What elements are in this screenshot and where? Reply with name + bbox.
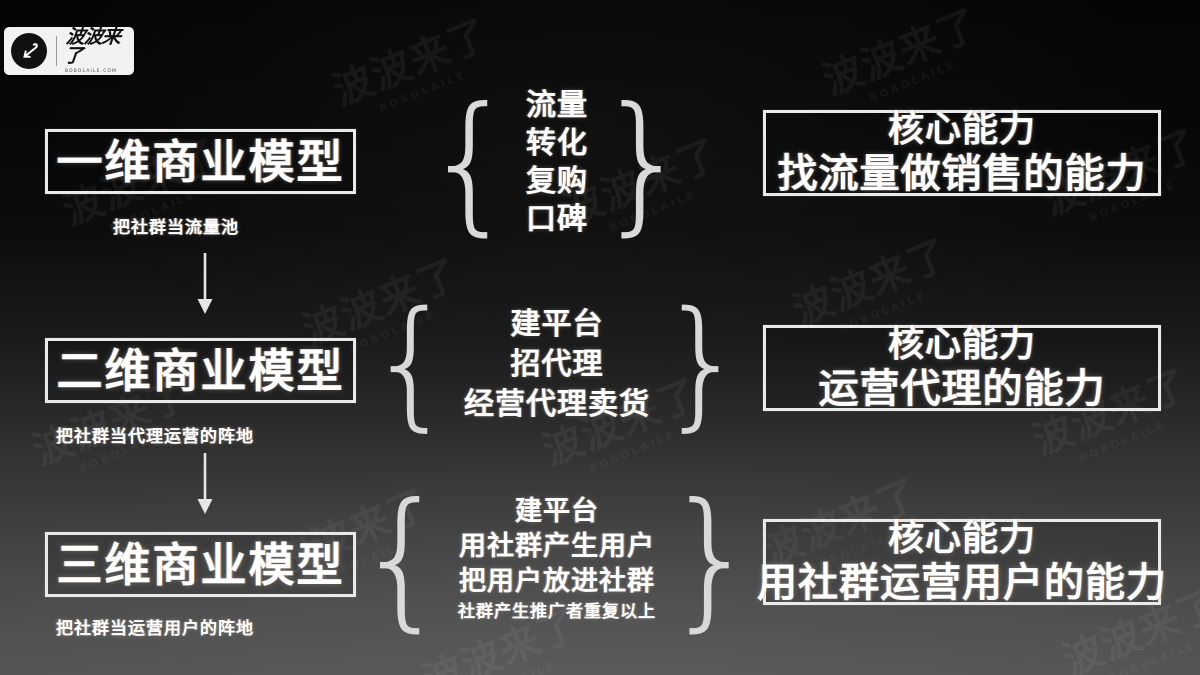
capability-label-1: 核心能力 bbox=[887, 109, 1036, 151]
stage-items-group-3: { 建平台 用社群产生用户 把用户放进社群 社群产生推广者重复以上 } bbox=[355, 483, 760, 635]
list-item: 建平台 bbox=[510, 306, 604, 342]
stage-caption-2: 把社群当代理运营的阵地 bbox=[56, 427, 254, 447]
stage-item-list-3: 建平台 用社群产生用户 把用户放进社群 社群产生推广者重复以上 bbox=[458, 494, 656, 625]
list-item: 口碑 bbox=[526, 201, 588, 237]
left-brace-icon-3: { bbox=[354, 472, 450, 646]
stage-box-3: 三维商业模型 bbox=[45, 532, 356, 597]
left-brace-icon-2: { bbox=[366, 282, 456, 446]
capability-label-3: 核心能力 bbox=[887, 518, 1036, 560]
list-item: 经营代理卖货 bbox=[464, 386, 650, 422]
right-brace-icon-1: } bbox=[596, 75, 692, 250]
list-item: 招代理 bbox=[510, 346, 604, 382]
logo-wordmark: 波波来了 bbox=[62, 26, 122, 67]
arrow-stage1-to-stage2 bbox=[192, 253, 218, 315]
capability-label-2: 核心能力 bbox=[887, 324, 1036, 366]
arrow-down-icon bbox=[197, 453, 213, 514]
stage-title-1: 一维商业模型 bbox=[56, 134, 345, 189]
list-item: 建平台 bbox=[515, 495, 599, 527]
stage-items-group-1: { 流量 转化 复购 口碑 } bbox=[412, 80, 702, 245]
stage-title-3: 三维商业模型 bbox=[56, 537, 345, 592]
stage-item-list-1: 流量 转化 复购 口碑 bbox=[526, 87, 588, 239]
capability-box-3: 核心能力 用社群运营用户的能力 bbox=[757, 518, 1166, 605]
stage-box-2: 二维商业模型 bbox=[45, 338, 356, 403]
watermark-sub: BOBOLAILE bbox=[1107, 638, 1199, 675]
list-item: 用社群产生用户 bbox=[459, 530, 655, 562]
stage-title-2: 二维商业模型 bbox=[56, 343, 345, 398]
arrow-stage2-to-stage3 bbox=[192, 453, 218, 515]
capability-text-3: 用社群运营用户的能力 bbox=[757, 559, 1167, 606]
watermark-sub: BOBOLAILE bbox=[1077, 418, 1169, 465]
list-item: 转化 bbox=[526, 125, 588, 161]
left-brace-icon-1: { bbox=[422, 75, 518, 250]
logo-divider bbox=[56, 36, 57, 66]
brand-logo-badge: ⤦ 波波来了 BOBOLAILE.COM bbox=[4, 26, 134, 75]
watermark-sub: BOBOLAILE bbox=[867, 58, 959, 105]
arrow-down-icon bbox=[197, 253, 213, 314]
list-item: 流量 bbox=[526, 87, 588, 123]
right-brace-icon-2: } bbox=[658, 282, 748, 446]
logo-tagline: BOBOLAILE.COM bbox=[65, 69, 118, 74]
capability-box-2: 核心能力 运营代理的能力 bbox=[763, 325, 1161, 411]
list-item: 社群产生推广者重复以上 bbox=[458, 601, 656, 622]
list-item: 复购 bbox=[526, 163, 588, 199]
capability-box-1: 核心能力 找流量做销售的能力 bbox=[763, 110, 1161, 196]
logo-figure-glyph: ⤦ bbox=[22, 38, 36, 64]
right-brace-icon-3: } bbox=[664, 472, 760, 646]
capability-text-2: 运营代理的能力 bbox=[818, 365, 1106, 412]
stage-box-1: 一维商业模型 bbox=[45, 129, 356, 194]
logo-text-group: 波波来了 BOBOLAILE.COM bbox=[62, 26, 134, 74]
stage-item-list-2: 建平台 招代理 经营代理卖货 bbox=[464, 305, 650, 425]
stage-caption-1: 把社群当流量池 bbox=[113, 218, 239, 238]
stage-items-group-2: { 建平台 招代理 经营代理卖货 } bbox=[367, 292, 747, 437]
watermark-sub: BOBOLAILE bbox=[435, 646, 592, 675]
capability-text-1: 找流量做销售的能力 bbox=[777, 150, 1147, 197]
list-item: 把用户放进社群 bbox=[459, 565, 655, 597]
person-silhouette-icon: ⤦ bbox=[11, 33, 47, 69]
stage-caption-3: 把社群当运营用户的阵地 bbox=[56, 619, 254, 639]
